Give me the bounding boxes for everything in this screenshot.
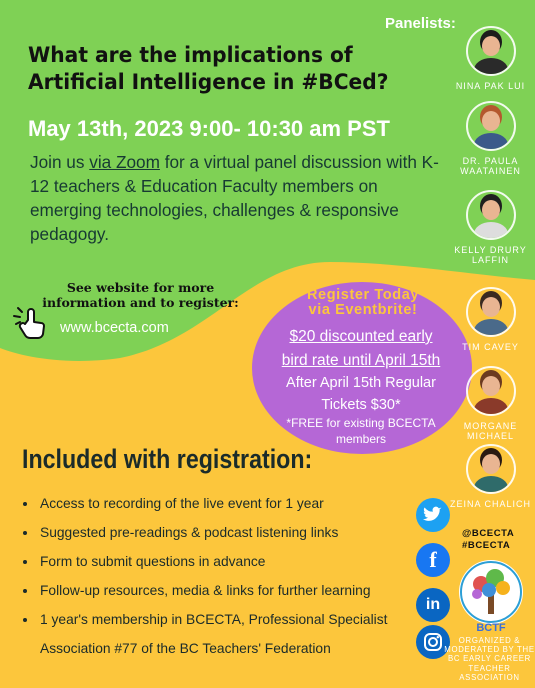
event-headline: What are the implications of Artificial … (28, 42, 423, 96)
social-handle-line-1: @BCECTA (462, 528, 515, 539)
event-description: Join us via Zoom for a virtual panel dis… (30, 150, 450, 246)
panelist-name: MORGANE MICHAEL (463, 421, 518, 441)
intro-text-start: Join us (30, 152, 90, 172)
green-wave (0, 0, 535, 361)
pointer-hand-icon (13, 307, 45, 339)
register-heading-line-2: via Eventbrite! (308, 302, 418, 318)
panelist-photo (465, 366, 516, 416)
panelist-photo (465, 287, 516, 337)
panelist-card: TIM CAVEY (446, 287, 535, 352)
facebook-icon[interactable]: f (416, 543, 450, 577)
panelist-name: TIM CAVEY (462, 342, 519, 352)
social-handle: @BCECTA #BCECTA (462, 528, 532, 552)
bctf-tree-logo (459, 560, 523, 624)
panelist-card: KELLY DRURY LAFFIN (446, 190, 535, 265)
event-date: May 13th, 2023 9:00- 10:30 am PST (28, 116, 390, 141)
panelist-card: DR. PAULA WAATAINEN (446, 101, 535, 176)
register-heading-line-1: Register Today (306, 287, 420, 303)
website-prompt: See website for more information and to … (42, 280, 239, 310)
panelist-card: NINA PAK LUI (446, 26, 535, 91)
bctf-label: BCTF (476, 622, 506, 634)
free-note-line-2: members (335, 432, 386, 446)
early-bird-link[interactable]: $20 discounted early bird rate until Apr… (262, 325, 460, 373)
early-bird-line-1: $20 discounted early (289, 328, 433, 345)
social-hashtag-line: #BCECTA (462, 540, 511, 551)
intro-text-end: for a virtual panel discussion with K-12… (30, 152, 439, 244)
panelist-name: KELLY DRURY LAFFIN (454, 245, 527, 265)
register-heading: Register Today via Eventbrite! (268, 288, 458, 318)
twitter-icon[interactable] (416, 498, 450, 532)
instagram-icon[interactable] (416, 625, 450, 659)
list-item: 1 year's membership in BCECTA, Professio… (38, 605, 438, 663)
list-item: Follow-up resources, media & links for f… (38, 576, 438, 605)
panelists-heading: Panelists: (385, 15, 456, 32)
panelist-card: ZEINA CHALICH (446, 444, 535, 509)
panelist-card: MORGANE MICHAEL (446, 366, 535, 441)
included-heading: Included with registration: (22, 444, 313, 474)
organizer-credit: ORGANIZED & MODERATED BY THE BC EARLY CA… (444, 636, 535, 682)
headline-line-2: Artificial Intelligence in #BCed? (28, 70, 389, 95)
zoom-link[interactable]: via Zoom (89, 152, 160, 172)
website-link[interactable]: www.bcecta.com (60, 320, 169, 336)
panelist-name: ZEINA CHALICH (449, 499, 531, 509)
headline-line-1: What are the implications of (28, 43, 353, 68)
panelist-name: NINA PAK LUI (455, 81, 526, 91)
panelist-photo (465, 26, 516, 76)
regular-ticket-line-1: After April 15th Regular (286, 375, 436, 391)
free-members-note: *FREE for existing BCECTA members (262, 415, 460, 447)
list-item: Access to recording of the live event fo… (38, 489, 438, 518)
list-item: Suggested pre-readings & podcast listeni… (38, 518, 438, 547)
list-item: Form to submit questions in advance (38, 547, 438, 576)
register-bubble (252, 282, 472, 454)
panelist-name: DR. PAULA WAATAINEN (460, 156, 521, 176)
linkedin-icon[interactable]: in (416, 588, 450, 622)
panelist-photo (465, 101, 516, 151)
free-note-line-1: *FREE for existing BCECTA (286, 416, 436, 430)
panelist-photo (465, 190, 516, 240)
early-bird-line-2: bird rate until April 15th (281, 352, 441, 369)
regular-ticket-info: After April 15th Regular Tickets $30* (262, 372, 460, 416)
panelist-photo (465, 444, 516, 494)
regular-ticket-line-2: Tickets $30* (321, 397, 401, 413)
included-list: Access to recording of the live event fo… (20, 489, 438, 663)
